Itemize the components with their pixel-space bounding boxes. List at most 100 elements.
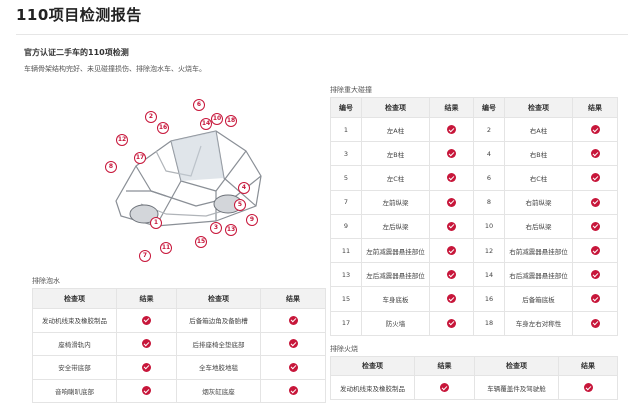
result-cell — [260, 331, 326, 356]
item-number: 2 — [473, 116, 505, 143]
check-item: 发动机线束及橡胶制品 — [32, 308, 117, 333]
car-frame-diagram — [96, 96, 271, 266]
column-header: 编号 — [473, 97, 505, 118]
check-circle-icon — [447, 221, 456, 231]
check-circle-icon — [142, 339, 151, 349]
table-row: 发动机线束及橡胶制品 车辆覆盖件及驾驶舱 — [330, 375, 618, 400]
column-header: 检查项 — [474, 356, 559, 376]
item-number: 3 — [330, 141, 362, 167]
car-frame-illustration — [115, 130, 262, 227]
result-cell — [429, 213, 474, 239]
table-header-row: 检查项 结果 检查项 结果 — [330, 356, 618, 376]
title-divider — [16, 34, 628, 35]
frame-check-table: 编号 检查项 结果 编号 检查项 结果 1 左A柱 2 右A柱 3 左B柱 4 … — [330, 97, 618, 336]
check-item: 全车地胶地毯 — [176, 355, 261, 380]
table-header-row: 检查项 结果 检查项 结果 — [32, 288, 326, 309]
check-circle-icon — [590, 173, 600, 183]
diagram-marker: 15 — [195, 236, 207, 248]
result-cell — [572, 165, 618, 191]
result-cell — [116, 331, 177, 356]
check-item: 左前减震器悬挂部位 — [361, 237, 430, 264]
table-header-row: 编号 检查项 结果 编号 检查项 结果 — [330, 97, 618, 118]
fire-section-label: 排除火烧 — [330, 345, 358, 353]
check-item: 左C柱 — [361, 165, 430, 191]
diagram-marker: 7 — [139, 250, 151, 262]
check-item: 车身底板 — [361, 286, 430, 312]
diagram-marker: 14 — [200, 118, 212, 130]
diagram-marker: 9 — [246, 214, 258, 226]
diagram-marker: 2 — [145, 111, 157, 123]
check-circle-icon — [447, 173, 456, 183]
check-item: 右C柱 — [504, 165, 573, 191]
table-row: 13 左后减震器悬挂部位 14 右后减震器悬挂部位 — [330, 262, 618, 288]
water-section-label: 排除泡水 — [32, 277, 60, 285]
check-circle-icon — [142, 386, 151, 396]
result-cell — [572, 237, 618, 264]
check-item: 左B柱 — [361, 141, 430, 167]
diagram-marker: 18 — [225, 115, 237, 127]
result-cell — [558, 375, 618, 400]
result-cell — [414, 375, 475, 400]
report-description: 车辆骨架结构完好、未见碰撞损伤、排除泡水车、火烧车。 — [24, 65, 206, 73]
check-item: 右A柱 — [504, 116, 573, 143]
check-item: 车身左右对称性 — [504, 310, 573, 336]
check-item: 左后减震器悬挂部位 — [361, 262, 430, 288]
check-circle-icon — [288, 386, 298, 396]
check-circle-icon — [590, 294, 600, 304]
result-cell — [429, 286, 474, 312]
check-item: 后备箱边角及备胎槽 — [176, 308, 261, 333]
column-header: 检查项 — [504, 97, 573, 118]
check-circle-icon — [590, 221, 600, 231]
check-item: 右B柱 — [504, 141, 573, 167]
table-row: 发动机线束及橡胶制品 后备箱边角及备胎槽 — [32, 308, 326, 333]
check-circle-icon — [440, 383, 449, 392]
check-circle-icon — [447, 294, 456, 304]
diagram-marker: 6 — [193, 99, 205, 111]
result-cell — [260, 378, 326, 403]
diagram-marker: 3 — [210, 222, 222, 234]
diagram-marker: 17 — [134, 152, 146, 164]
column-header: 结果 — [572, 97, 618, 118]
column-header: 结果 — [414, 356, 475, 376]
check-circle-icon — [447, 270, 456, 280]
item-number: 16 — [473, 286, 505, 312]
diagram-marker: 11 — [160, 242, 172, 254]
result-cell — [260, 355, 326, 380]
check-item: 音响喇叭底部 — [32, 378, 117, 403]
water-check-table: 检查项 结果 检查项 结果 发动机线束及橡胶制品 后备箱边角及备胎槽 座椅滑轨内… — [32, 288, 326, 403]
column-header: 检查项 — [361, 97, 430, 118]
column-header: 结果 — [558, 356, 618, 376]
item-number: 12 — [473, 237, 505, 264]
diagram-marker: 5 — [234, 199, 246, 211]
item-number: 18 — [473, 310, 505, 336]
check-circle-icon — [590, 125, 600, 135]
item-number: 4 — [473, 141, 505, 167]
report-subtitle: 官方认证二手车的110项检测 — [24, 48, 129, 57]
check-circle-icon — [447, 246, 456, 256]
check-circle-icon — [583, 383, 593, 392]
result-cell — [429, 237, 474, 264]
table-row: 音响喇叭底部 烟灰缸底座 — [32, 378, 326, 403]
table-row: 5 左C柱 6 右C柱 — [330, 165, 618, 191]
result-cell — [429, 262, 474, 288]
column-header: 结果 — [116, 288, 177, 309]
item-number: 9 — [330, 213, 362, 239]
item-number: 10 — [473, 213, 505, 239]
item-number: 17 — [330, 310, 362, 336]
result-cell — [429, 141, 474, 167]
result-cell — [572, 141, 618, 167]
table-row: 17 防火墙 18 车身左右对称性 — [330, 310, 618, 336]
check-item: 右前纵梁 — [504, 189, 573, 215]
item-number: 15 — [330, 286, 362, 312]
table-row: 11 左前减震器悬挂部位 12 右前减震器悬挂部位 — [330, 237, 618, 264]
column-header: 结果 — [260, 288, 326, 309]
table-row: 座椅滑轨内 后排座椅全垫底部 — [32, 331, 326, 356]
column-header: 检查项 — [330, 356, 415, 376]
column-header: 检查项 — [176, 288, 261, 309]
result-cell — [572, 189, 618, 215]
check-item: 防火墙 — [361, 310, 430, 336]
check-circle-icon — [590, 246, 600, 256]
item-number: 5 — [330, 165, 362, 191]
result-cell — [572, 262, 618, 288]
diagram-marker: 13 — [225, 224, 237, 236]
